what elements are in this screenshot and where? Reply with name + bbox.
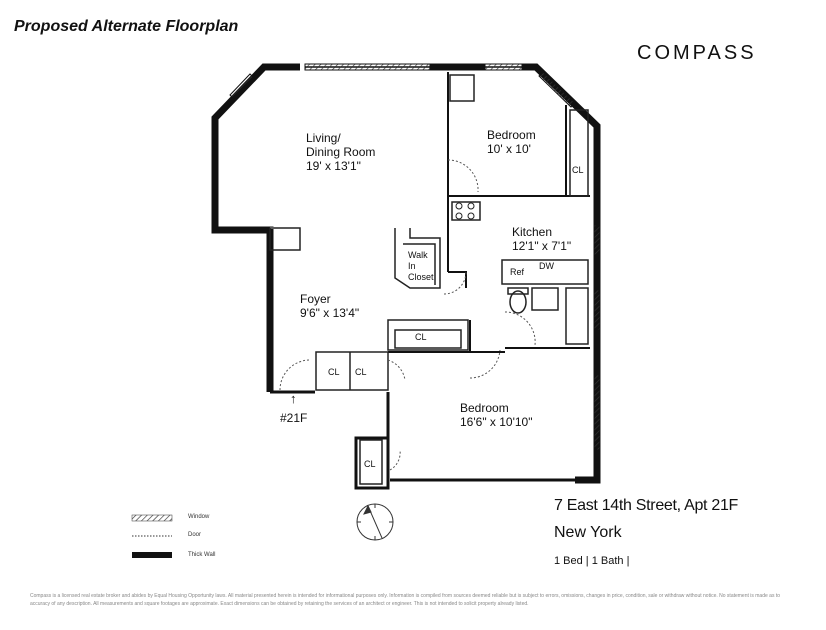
entry-label: #21F [280,411,308,425]
stove-icon [455,202,475,220]
walk-in-closet-label: Walk In Closet [408,250,434,283]
foyer-name: Foyer [300,292,331,306]
legend-thick-wall-label: Thick Wall [188,552,216,558]
windows [229,63,601,451]
thin-walls [270,66,590,490]
bedroom-small-name: Bedroom [487,128,536,142]
listing-address: 7 East 14th Street, Apt 21F [554,497,739,514]
listing-city: New York [554,524,622,541]
door-swings [279,159,536,471]
north-compass-icon [356,503,394,541]
living-room-name-2: Dining Room [306,145,376,159]
entry-arrow-icon: ↑ [290,391,297,406]
bedroom-large-size: 16'6" x 10'10" [460,415,533,429]
living-room-name-1: Living/ [306,131,341,145]
dw-label: DW [539,261,554,271]
foyer-label: Foyer 9'6" x 13'4" [300,292,359,320]
plan-title: Proposed Alternate Floorplan [14,18,239,35]
living-room-size: 19' x 13'1" [306,159,361,173]
walk-in-closet-line1: Walk [408,250,428,260]
foyer-size: 9'6" x 13'4" [300,306,360,320]
partitions [269,74,589,485]
legal-disclaimer: Compass is a licensed real estate broker… [30,593,781,607]
bedroom-small-size: 10' x 10' [487,142,531,156]
bedroom-small-label: Bedroom 10' x 10' [487,128,536,156]
walk-in-closet-line2: In [408,261,416,271]
closet-label-foyer: CL [415,332,427,342]
compass-logo: COMPASS [637,42,757,64]
closet-label-entry-1: CL [328,367,340,377]
listing-specs: 1 Bed | 1 Bath | [554,555,630,567]
legend-window-label: Window [188,514,210,520]
bedroom-large-name: Bedroom [460,401,509,415]
kitchen-size: 12'1" x 7'1" [512,239,572,253]
thick-walls [211,63,601,484]
ref-label: Ref [510,267,525,277]
legend-symbols [131,514,173,558]
living-room-label: Living/ Dining Room 19' x 13'1" [306,131,375,173]
legend-window-symbol [131,514,173,522]
walk-in-closet-line3: Closet [408,272,434,282]
legend-door-label: Door [188,532,202,538]
bedroom-large-label: Bedroom 16'6" x 10'10" [460,401,533,429]
kitchen-label: Kitchen 12'1" x 7'1" [512,225,571,253]
closet-label-entry-2: CL [355,367,367,377]
closet-label-bedroom: CL [572,165,584,175]
kitchen-name: Kitchen [512,225,553,239]
legend-thick-wall-symbol [132,552,172,558]
closet-label-bedroom-large: CL [364,459,376,469]
